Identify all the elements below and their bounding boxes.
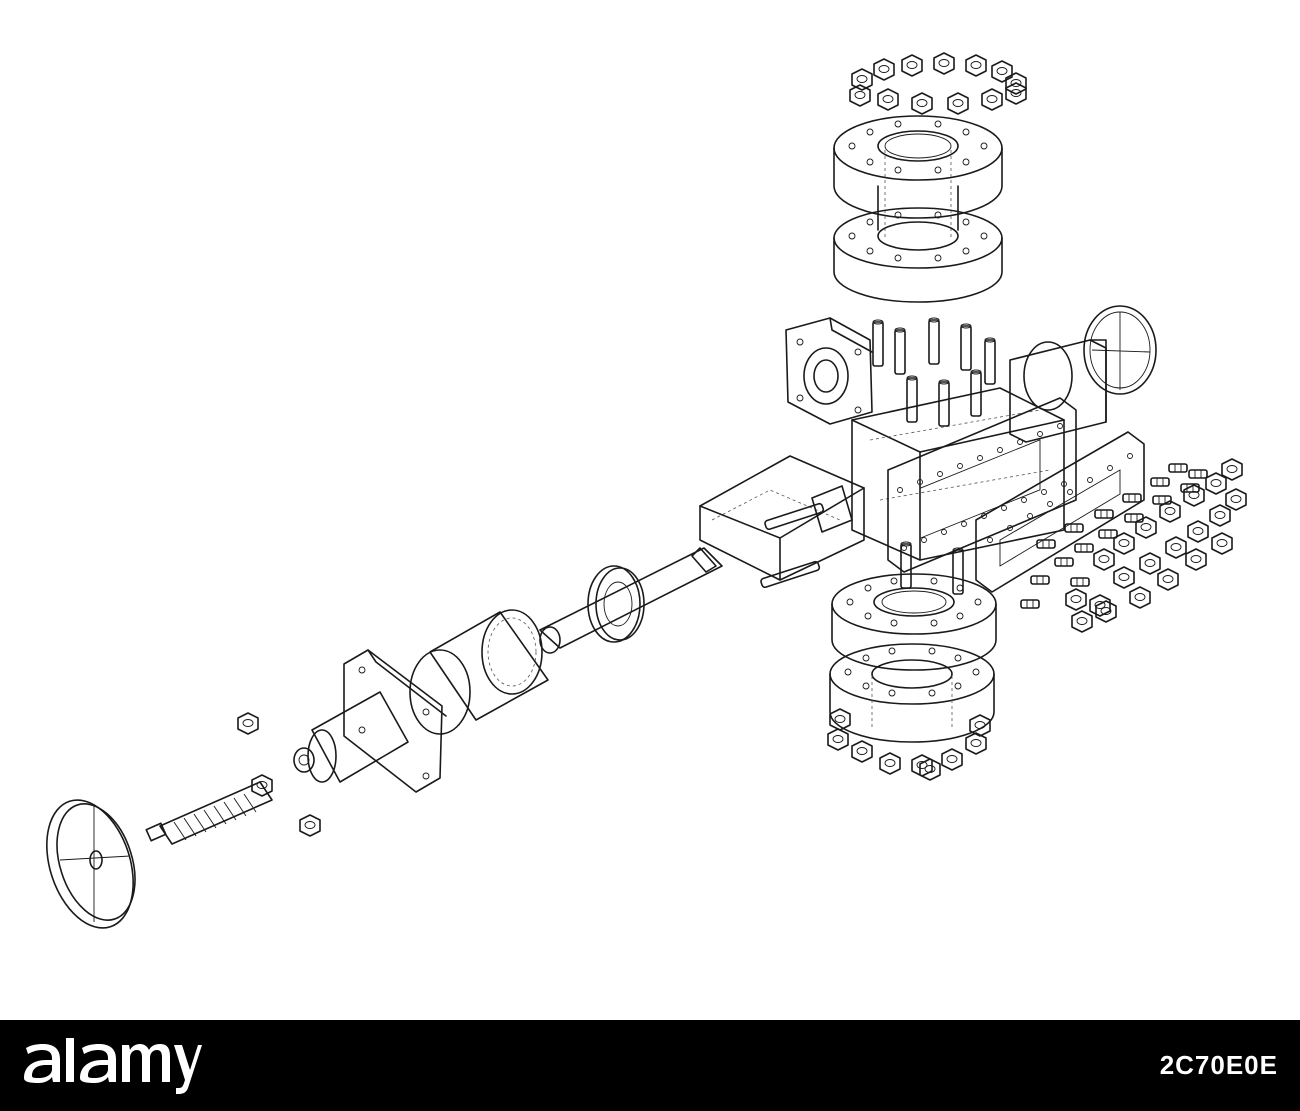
watermark-footer: alamy 2C70E0E <box>0 1020 1300 1111</box>
bottom-flange-upper <box>831 541 997 671</box>
bottom-flange-lower <box>829 643 995 743</box>
side-square-flange <box>785 317 873 425</box>
cylinder-housing <box>409 609 549 735</box>
gate-wedge <box>699 455 865 589</box>
handwheel <box>46 799 136 929</box>
bottom-nut-ring <box>827 708 991 781</box>
alamy-logo: alamy <box>22 1038 202 1099</box>
right-actuator <box>1009 305 1157 443</box>
top-flange-lower <box>833 207 1003 303</box>
image-id-label: 2C70E0E <box>1159 1050 1278 1080</box>
top-flange <box>833 115 1003 240</box>
seal-ring <box>587 565 645 643</box>
bonnet-plate-front <box>887 397 1077 573</box>
threaded-stem <box>145 774 273 845</box>
top-nut-ring <box>849 52 1027 115</box>
bolt-field <box>1020 458 1247 633</box>
valve-stem <box>539 547 723 654</box>
exploded-valve-diagram <box>46 52 1247 929</box>
loose-nuts <box>237 712 321 837</box>
bonnet-flange <box>293 649 447 793</box>
bonnet-plate-back <box>975 431 1145 593</box>
